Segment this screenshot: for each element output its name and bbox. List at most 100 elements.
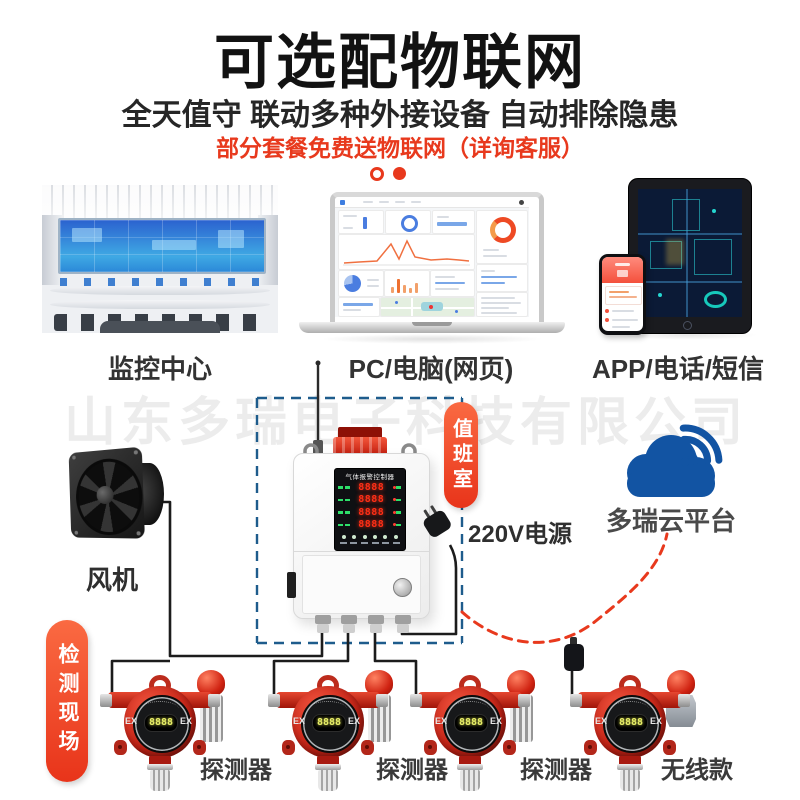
donut-chart <box>490 217 516 243</box>
map-glow <box>666 239 684 265</box>
decor-dot-outline-icon <box>370 167 384 181</box>
ex-marking: EX <box>180 716 193 726</box>
gas-alarm-controller: 气体报警控制器 8888 8888 8888 8888 <box>287 453 430 633</box>
map-road <box>638 233 742 235</box>
map-road <box>638 281 742 283</box>
dashboard-body <box>335 208 529 317</box>
screw <box>72 455 76 460</box>
cable-entry-left <box>268 694 280 707</box>
detector-display: 8888 <box>144 714 178 732</box>
status-led <box>395 486 401 489</box>
page-title: 可选配物联网 <box>214 29 586 96</box>
map-marker <box>429 305 433 309</box>
sensor-head <box>318 770 338 791</box>
channel-indicator <box>338 498 343 501</box>
sounder-dome <box>197 670 225 696</box>
ex-marking: EX <box>125 716 138 726</box>
panel-button <box>373 535 378 539</box>
fan-label: 风机 <box>86 565 139 595</box>
dashboard-logo <box>340 200 345 205</box>
panel-button <box>393 535 398 539</box>
cable-entry-right <box>208 694 220 707</box>
dashboard-navbar <box>335 197 529 208</box>
button-label <box>350 542 358 544</box>
sensor-neck <box>459 756 481 766</box>
stat-card <box>385 210 431 234</box>
donut-card <box>476 210 528 264</box>
status-led <box>395 511 401 514</box>
wall-left <box>42 215 62 285</box>
app-card <box>617 270 628 277</box>
gas-detector-4-wireless: EX 8888 EX <box>570 670 705 792</box>
controller-panel-title: 气体报警控制器 <box>345 474 395 481</box>
exhaust-fan <box>66 445 166 560</box>
mount-lug <box>584 740 597 755</box>
wireless-power-adapter-icon <box>564 644 584 671</box>
app-header <box>602 257 643 283</box>
app-title-bar <box>615 263 630 266</box>
promo-line: 部分套餐免费送物联网（详询客服） <box>216 135 584 161</box>
channel-indicator <box>338 511 343 514</box>
panel-buttons <box>335 535 405 539</box>
sensor-cap <box>457 764 483 770</box>
alarm-led <box>392 523 396 527</box>
front-table <box>100 321 220 333</box>
tablet <box>628 178 752 334</box>
cable-gland-nut <box>317 624 329 633</box>
screw <box>136 531 141 536</box>
panel-button-labels <box>335 542 405 544</box>
detection-site-badge: 检测现场 <box>46 620 88 782</box>
detector-label-3: 探测器 <box>520 757 592 784</box>
detector-display: 8888 <box>614 714 648 732</box>
seven-seg-readout: 8888 <box>358 506 385 518</box>
cable-entry-right <box>678 694 690 707</box>
cabinet-seam <box>294 551 429 552</box>
sensor-neck <box>149 756 171 766</box>
dashboard-avatar <box>519 200 524 205</box>
progress-card <box>338 297 380 317</box>
sensor-neck <box>619 756 641 766</box>
button-label <box>371 542 379 544</box>
links-card <box>476 264 528 292</box>
channel-row: 8888 <box>335 519 405 532</box>
mount-lug <box>193 740 206 755</box>
cable-gland-nut <box>343 624 355 633</box>
gauge-icon <box>401 215 418 232</box>
face-arc-text <box>141 701 179 717</box>
status-led <box>395 498 401 501</box>
door-knob <box>393 578 412 597</box>
button-label <box>361 542 369 544</box>
cable-entry-left <box>570 694 582 707</box>
face-arc-text <box>309 701 347 717</box>
map-card <box>380 297 475 317</box>
fan-plate <box>68 446 145 539</box>
laptop-shadow <box>320 334 544 344</box>
cable-gland <box>395 615 411 624</box>
company-watermark: 山东多瑞电子科技有限公司 <box>64 394 749 452</box>
map-road <box>686 189 688 317</box>
gas-detector-3: EX 8888 EX <box>410 670 545 792</box>
page-subtitle: 全天值守 联动多种外接设备 自动排除隐患 <box>121 99 679 132</box>
laptop-notch <box>412 322 452 326</box>
channel-indicator <box>344 511 350 514</box>
decor-dot-icon <box>393 167 406 180</box>
power-label: 220V电源 <box>468 521 573 548</box>
text-card <box>476 292 528 317</box>
detector-label-2: 探测器 <box>376 757 448 784</box>
channel-indicator <box>344 523 350 526</box>
wireless-link-dashed <box>460 532 669 644</box>
ex-marking: EX <box>650 716 663 726</box>
door-hinge <box>287 572 296 598</box>
map-ring <box>704 291 727 308</box>
alarm-beacon <box>333 437 387 456</box>
cable-gland-nut <box>397 624 409 633</box>
button-label <box>382 542 390 544</box>
face-arc-text <box>611 701 649 717</box>
duty-room-badge: 值班室 <box>444 402 478 508</box>
mount-lug <box>424 740 437 755</box>
map-block <box>694 239 732 275</box>
map-marker <box>395 301 398 304</box>
alarm-led <box>392 485 396 489</box>
gas-detector-2: EX 8888 EX <box>268 670 403 792</box>
ex-marking: EX <box>490 716 503 726</box>
